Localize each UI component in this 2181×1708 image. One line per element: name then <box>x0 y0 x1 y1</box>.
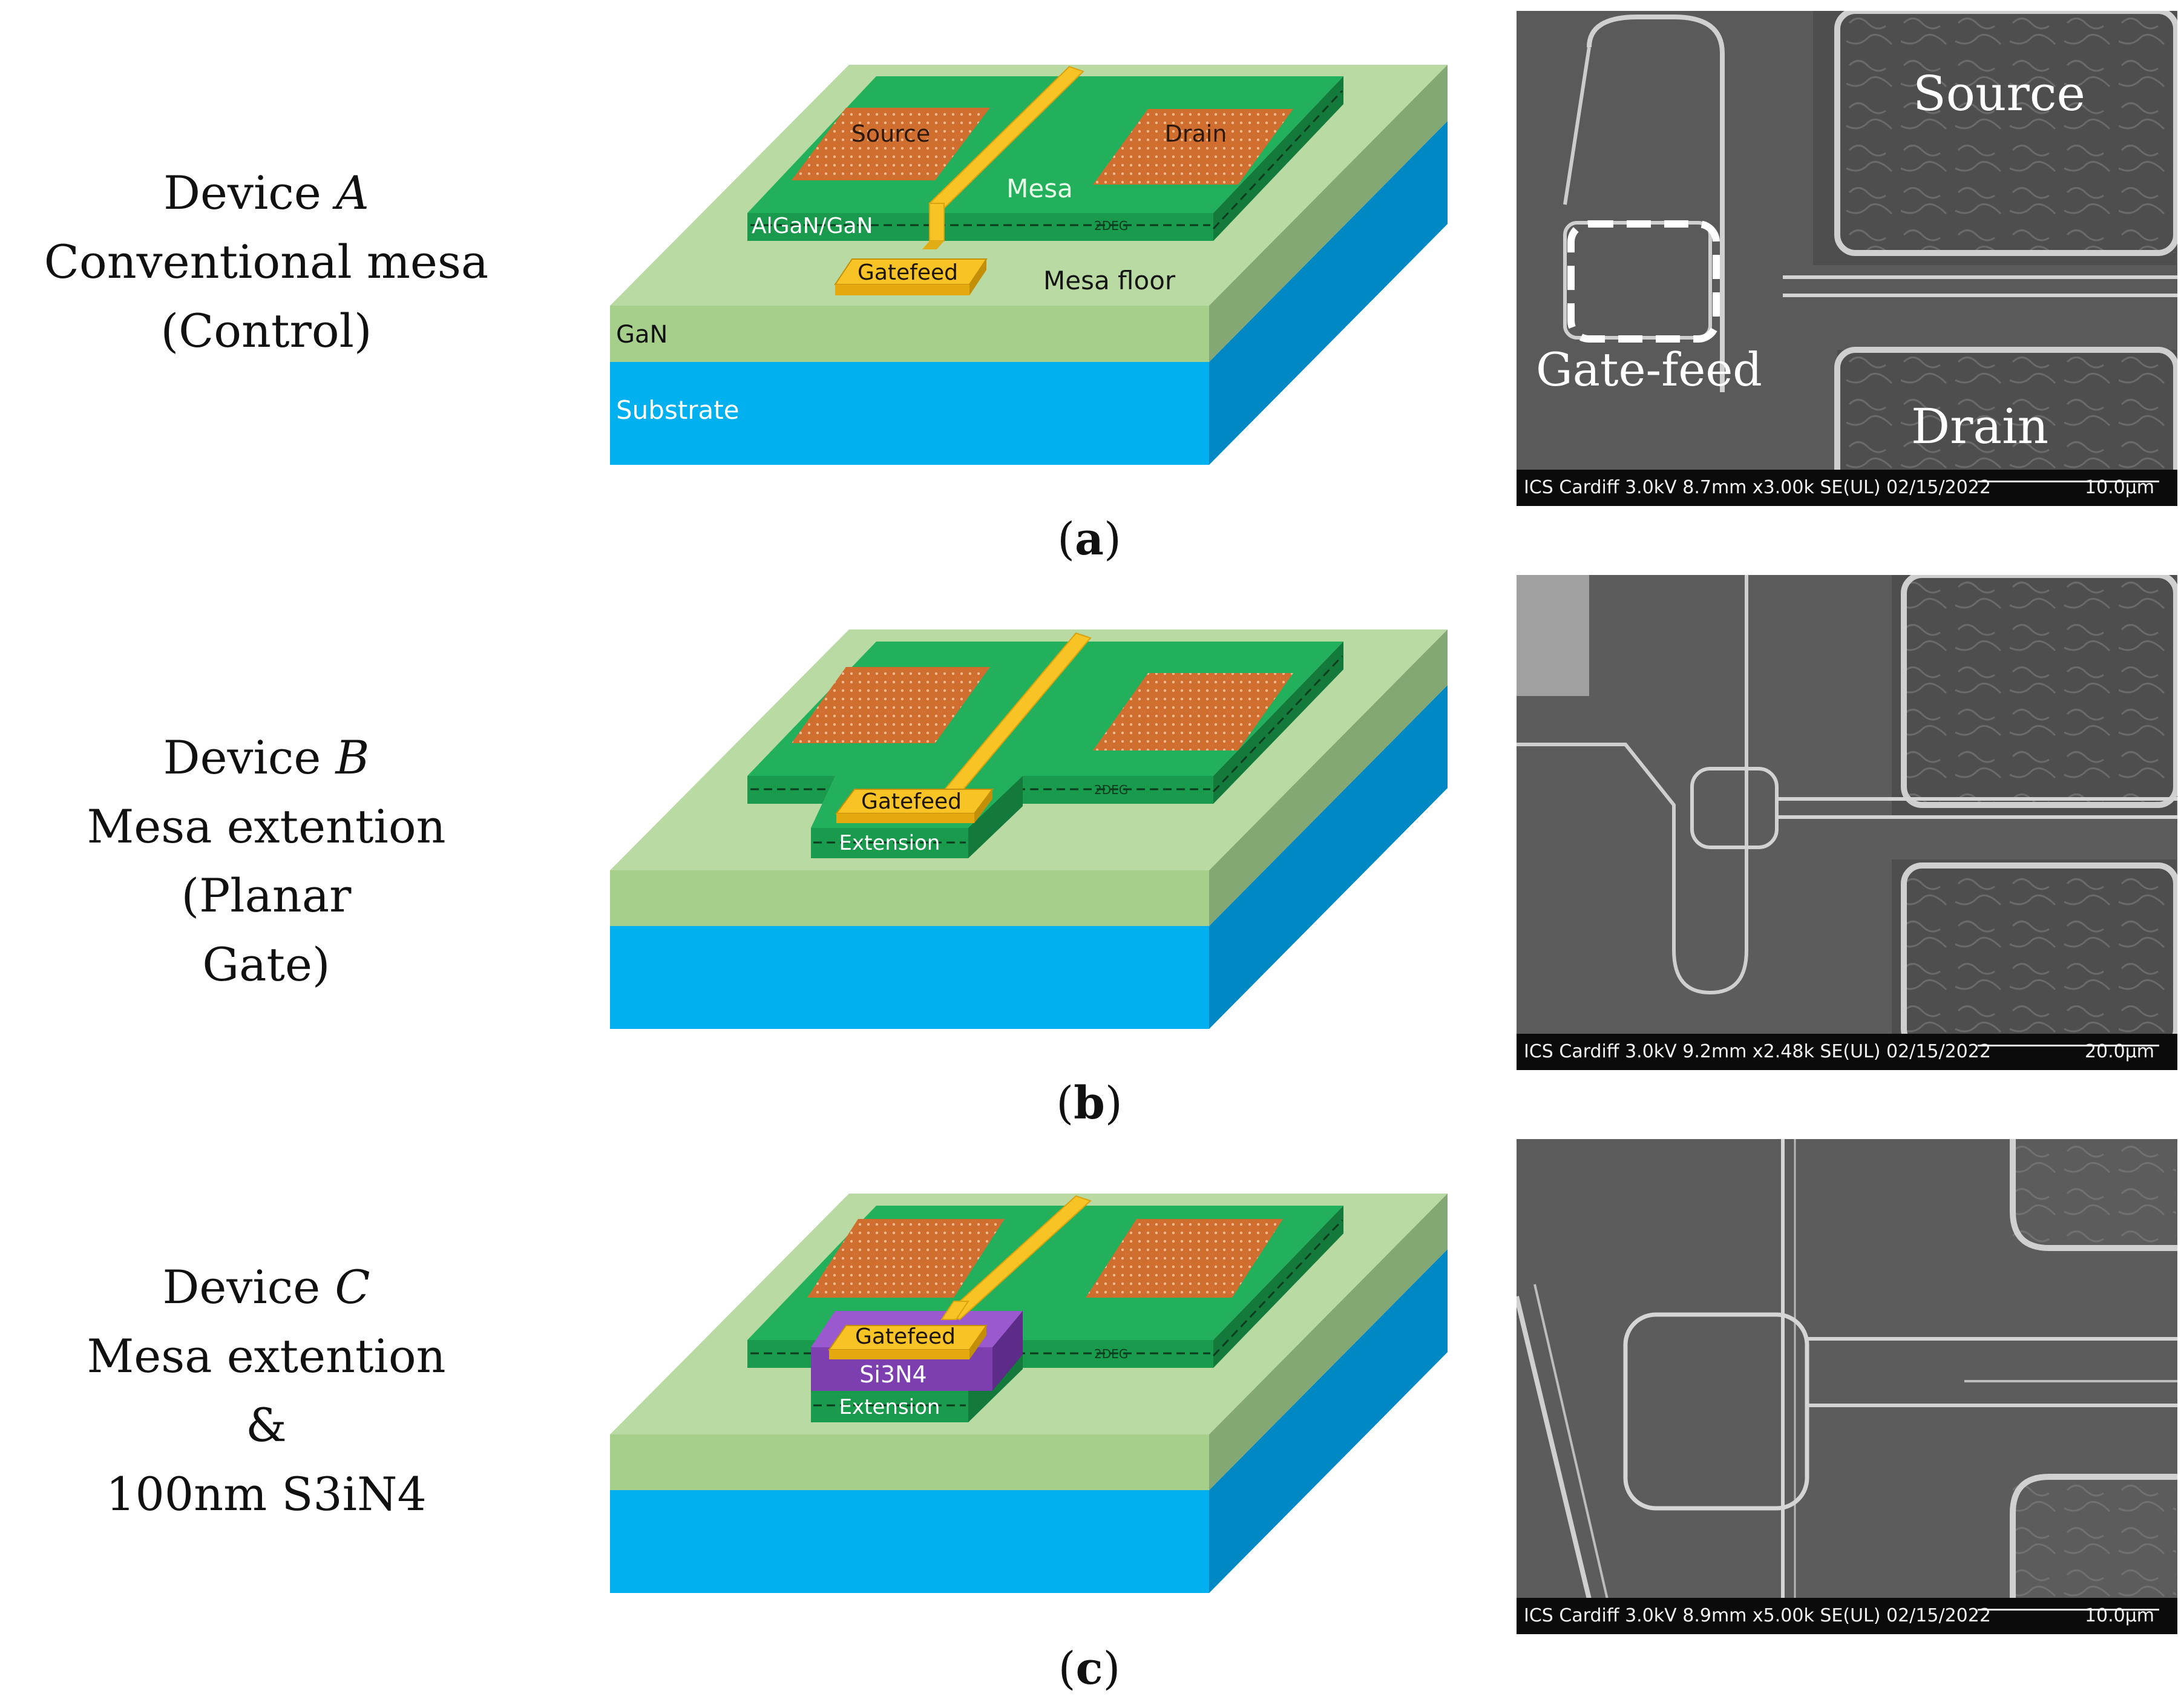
sem-a-gatefeed: Gate-feed <box>1536 343 1762 396</box>
gate-step <box>929 203 945 241</box>
sem-image-a: Source Gate-feed Drain ICS Cardiff 3.0kV… <box>1517 11 2177 506</box>
extension-b-front <box>811 828 968 858</box>
label-mesa: Mesa <box>1006 174 1073 203</box>
sem-image-c: ICS Cardiff 3.0kV 8.9mm x5.00k SE(UL) 02… <box>1517 1139 2177 1634</box>
sem-image-b: ICS Cardiff 3.0kV 9.2mm x2.48k SE(UL) 02… <box>1517 575 2177 1070</box>
label-extension-c: Extension <box>839 1395 940 1419</box>
label-extension-b: Extension <box>839 831 940 855</box>
label-source: Source <box>851 120 931 147</box>
sem-b-databar: ICS Cardiff 3.0kV 9.2mm x2.48k SE(UL) 02… <box>1517 1034 2177 1070</box>
sem-a-source: Source <box>1913 65 2085 122</box>
sem-a-info: ICS Cardiff 3.0kV 8.7mm x3.00k SE(UL) 02… <box>1524 477 1991 498</box>
sem-a-databar: ICS Cardiff 3.0kV 8.7mm x3.00k SE(UL) 02… <box>1517 470 2177 506</box>
label-substrate: Substrate <box>616 395 740 425</box>
substrate-front <box>610 362 1209 465</box>
label-gatefeed-c: Gatefeed <box>855 1324 956 1349</box>
label-2deg-c: 2DEG <box>1094 1347 1128 1361</box>
label-gatefeed: Gatefeed <box>858 260 958 285</box>
label-2deg: 2DEG <box>1094 218 1128 233</box>
panel-c-diagram: Gatefeed Si3N4 Extension 2DEG <box>610 1194 1448 1593</box>
sem-b-info: ICS Cardiff 3.0kV 9.2mm x2.48k SE(UL) 02… <box>1524 1041 1991 1062</box>
gan-front <box>610 306 1209 362</box>
panel-b-diagram: Gatefeed Extension 2DEG <box>610 629 1448 1029</box>
gan-side <box>1209 65 1448 362</box>
caption-b: (b) <box>1056 1077 1123 1129</box>
label-gan: GaN <box>616 321 667 349</box>
caption-a: (a) <box>1057 513 1121 565</box>
label-si3n4: Si3N4 <box>859 1361 927 1388</box>
substrate-side <box>1209 121 1448 465</box>
label-gatefeed-b: Gatefeed <box>861 789 962 814</box>
mesa-front <box>747 213 1213 241</box>
label-mesa-floor: Mesa floor <box>1043 266 1176 295</box>
device-c-label: Device C Mesa extention & 100nm S3iN4 <box>87 1260 446 1521</box>
label-2deg-b: 2DEG <box>1094 783 1128 797</box>
sem-c-databar: ICS Cardiff 3.0kV 8.9mm x5.00k SE(UL) 02… <box>1517 1598 2177 1634</box>
caption-c: (c) <box>1058 1643 1121 1695</box>
sem-c-info: ICS Cardiff 3.0kV 8.9mm x5.00k SE(UL) 02… <box>1524 1605 1991 1626</box>
panel-a-diagram: Source Drain Mesa AlGaN/GaN 2DEG Gatefee… <box>610 65 1448 465</box>
label-algan: AlGaN/GaN <box>752 214 873 238</box>
sem-a-drain: Drain <box>1911 398 2049 455</box>
extension-c-front <box>811 1391 968 1422</box>
label-drain: Drain <box>1165 120 1227 147</box>
sem-a-scale: 10.0µm <box>2084 477 2154 498</box>
device-b-label: Device B Mesa extention (Planar Gate) <box>87 731 446 991</box>
sem-b-scale: 20.0µm <box>2084 1041 2154 1062</box>
sem-c-scale: 10.0µm <box>2084 1605 2154 1626</box>
device-a-label: Device A Conventional mesa (Control) <box>44 166 489 358</box>
